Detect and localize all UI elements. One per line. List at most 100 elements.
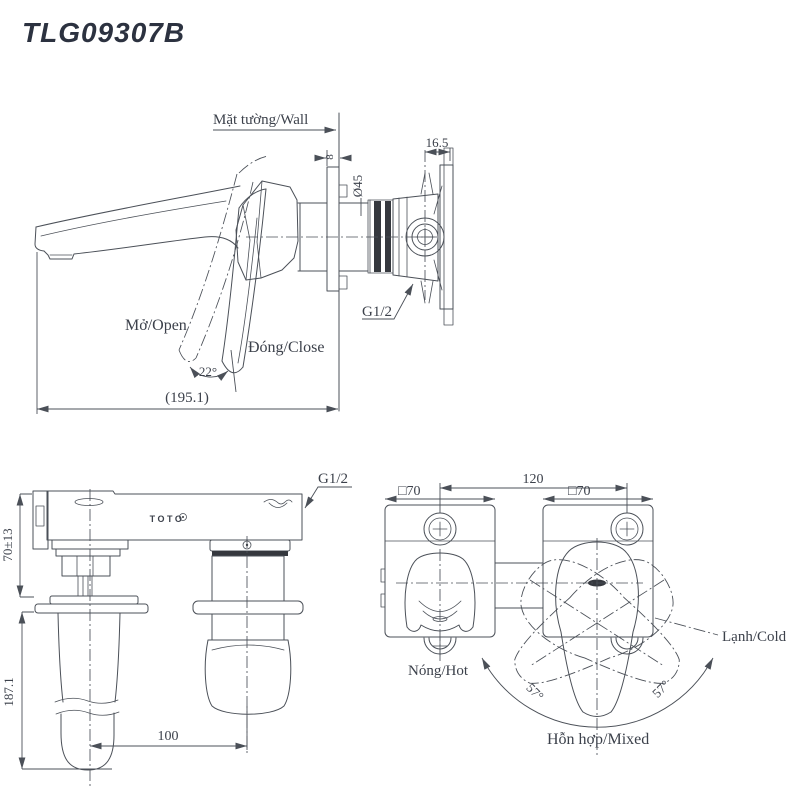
spout-escutcheon-2 (55, 548, 121, 557)
body-screw-dot (182, 516, 184, 518)
seal-ring-dark-2 (385, 201, 391, 272)
dim-16-5: 16.5 (426, 135, 449, 150)
handle-flange-ring (192, 600, 304, 615)
handle-swing-ghost-hot (520, 559, 680, 684)
bonnet-facet-2 (242, 204, 251, 281)
mount-nut-right-inner (615, 517, 639, 541)
dim-195-1: (195.1) (165, 390, 209, 406)
mount-nut-right-cross (619, 521, 635, 537)
mount-nut-right-bottom (610, 637, 644, 655)
plate-tab-1 (380, 568, 386, 583)
spout-bottom-edge (43, 236, 239, 260)
angle-57-right: 57° (649, 677, 672, 700)
hex-facets (76, 555, 94, 577)
inwall-left-block (32, 490, 49, 550)
thread-label-side: G1/2 (362, 304, 392, 320)
mount-nut-left-cross (432, 521, 448, 537)
break-line-2 (55, 709, 120, 716)
handle-top (238, 188, 267, 209)
handle-escutcheon (209, 539, 291, 552)
swing-arc (481, 657, 714, 728)
cold-label: Lạnh/Cold (722, 629, 787, 645)
dim-70pm13: 70±13 (0, 528, 15, 561)
dim-sq70-right: □70 (568, 484, 590, 499)
page-title: TLG09307B (22, 17, 185, 48)
handle-closed-left (221, 207, 240, 362)
thread-leader-side (362, 283, 414, 320)
dim187-ext (22, 611, 112, 770)
body-step (297, 202, 301, 272)
bonnet-facet-1 (256, 180, 263, 279)
dim-120: 120 (523, 472, 544, 487)
open-label: Mở/Open (125, 317, 187, 334)
handle-neck (211, 613, 285, 641)
wall-flange (326, 166, 340, 292)
spout-flange-lower (34, 603, 149, 614)
tube-front (299, 202, 328, 272)
dim70pm-ext (20, 493, 34, 598)
handle-cylinder (211, 555, 285, 602)
angle-arc-22 (189, 366, 229, 381)
behind-wall-step-top (338, 184, 348, 198)
behind-wall-step-bottom (338, 275, 348, 290)
spout-inner-edge (40, 200, 227, 237)
thread-label-front: G1/2 (318, 471, 348, 487)
inwall-body (46, 490, 303, 541)
inwall-left-port (35, 505, 45, 527)
spout-flange-upper (49, 595, 139, 605)
body-screw (179, 513, 187, 521)
swing-axis-1 (529, 579, 665, 667)
angle-22-label: 22° (199, 364, 217, 379)
dim-sq70-left: □70 (398, 484, 420, 499)
dim-flange-8: 8 (324, 154, 336, 160)
valve-bonnet (235, 180, 299, 281)
angle-ext-line (230, 349, 237, 393)
spout-front-dome (404, 552, 476, 632)
valve-block (392, 193, 439, 282)
handle-dark-ring (212, 551, 288, 556)
handle-closed-right (242, 188, 267, 368)
break-line-1 (54, 697, 119, 704)
swing-axis-2 (529, 579, 665, 667)
handle-open-ghost-tip (178, 349, 197, 362)
front-view-drawing: TOTO G1/2 70±13 18 (0, 471, 352, 788)
handle-closed-tip (221, 360, 244, 374)
wing-mark-icon (263, 499, 293, 508)
thread-leader-front (304, 486, 352, 509)
handle-plan-view (555, 541, 639, 717)
plate-tab-2 (380, 593, 386, 608)
mixed-label: Hỗn hợp/Mixed (547, 731, 649, 748)
stem-rods (77, 575, 93, 597)
spout-tip (34, 226, 45, 252)
handle-knob-front (204, 639, 292, 715)
seal-ring-dark-1 (374, 201, 381, 272)
plan-view-drawing: 57° 57° 120 □70 □70 Nóng/Hot Lạnh/Cold H… (380, 472, 787, 757)
handle-open-ghost-right (195, 181, 254, 359)
dim120-ext (439, 483, 628, 513)
plate-ribs (420, 172, 443, 304)
spout-tube (57, 612, 121, 703)
hot-label: Nóng/Hot (408, 663, 469, 679)
handle-open-ghost-left (178, 173, 238, 351)
handle-plate-square (542, 504, 654, 638)
spout-tip-front (60, 712, 115, 771)
angle-57-left: 57° (523, 680, 546, 703)
close-label: Đóng/Close (248, 339, 324, 356)
dim-187-1: 187.1 (1, 677, 16, 706)
plate-tab-top (443, 147, 454, 166)
side-view-drawing: Mặt tường/Wall 8 Ø45 16.5 G1/2 Mở/Open Đ… (34, 112, 454, 414)
dim-100: 100 (158, 729, 179, 744)
body-slot (74, 498, 104, 506)
wall-label: Mặt tường/Wall (213, 112, 308, 128)
plate-tab-bottom (443, 308, 454, 326)
spout-hex-stem (61, 555, 111, 577)
handle-open-ghost-paddle (238, 155, 269, 174)
spout-top-edge (35, 185, 241, 228)
handle-knob-shoulder (211, 644, 285, 651)
mount-nut-left-inner (428, 517, 452, 541)
dim-dia45: Ø45 (350, 175, 365, 197)
cold-leader (654, 617, 719, 636)
tube-behind-wall (338, 202, 369, 272)
